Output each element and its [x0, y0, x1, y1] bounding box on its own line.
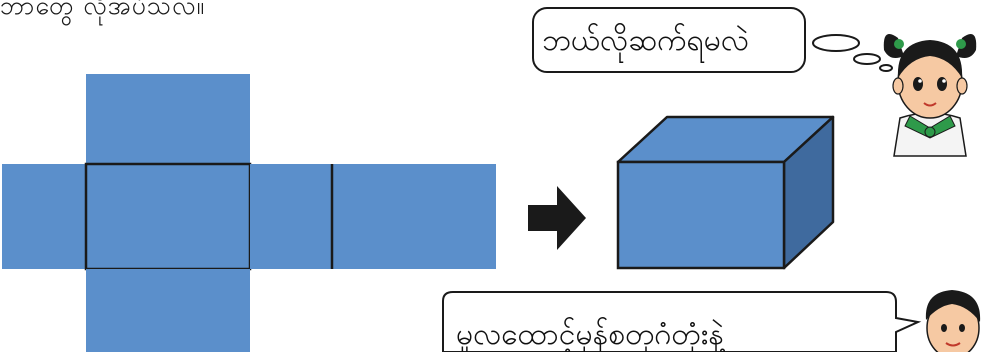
thought-dot-small	[879, 64, 893, 72]
girl-character-icon	[883, 34, 977, 157]
net-face-front	[84, 162, 252, 271]
net-face-back	[332, 164, 496, 269]
boy-speech-bubble: မှုလထောင့်မှန်စတုဂံတုံးနဲ့	[442, 291, 922, 352]
net-face-bottom	[86, 269, 250, 352]
boy-character-icon	[925, 290, 981, 352]
box-net	[2, 74, 496, 352]
boy-speech-text: မှုလထောင့်မှန်စတုဂံတုံးနဲ့	[456, 317, 724, 352]
girl-speech-text: ဘယ်လိုဆက်ရမလဲ	[542, 23, 749, 64]
box-face-front	[616, 160, 786, 270]
net-face-right	[250, 164, 332, 269]
instruction-text: ဘာတွေ လိုအပ်သလဲ။	[0, 0, 206, 20]
net-face-left	[2, 164, 86, 269]
right-arrow-icon	[528, 186, 586, 250]
rectangular-box	[616, 115, 835, 270]
girl-speech-bubble: ဘယ်လိုဆက်ရမလဲ	[532, 7, 893, 73]
thought-dot-large	[812, 34, 860, 52]
net-face-top	[86, 74, 250, 164]
thought-dot-medium	[853, 53, 881, 65]
